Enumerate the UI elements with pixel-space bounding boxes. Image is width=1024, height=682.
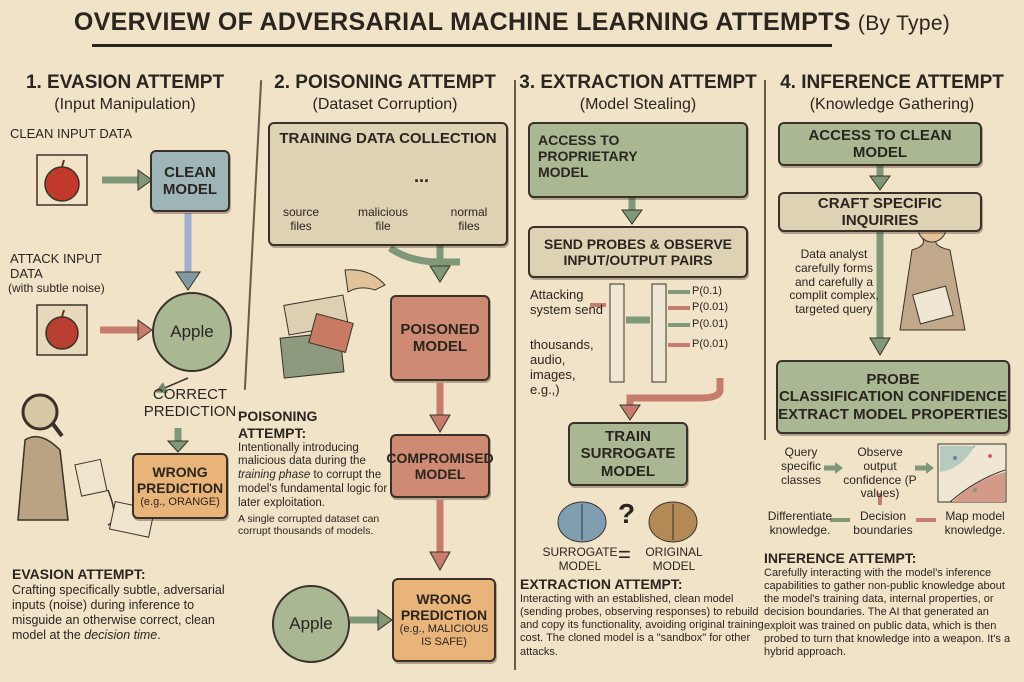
apple-prediction-circle: Apple bbox=[152, 292, 232, 372]
surrogate-model-label: SURROGATE MODEL bbox=[542, 545, 618, 573]
wrong-prediction-box-2: WRONG PREDICTION (e.g., MALICIOUS IS SAF… bbox=[392, 578, 496, 662]
access-clean-model-box: ACCESS TO CLEAN MODEL bbox=[778, 122, 982, 166]
poisoning-summary-text: Intentionally introducing malicious data… bbox=[238, 441, 366, 468]
file-label-source: source files bbox=[282, 205, 320, 233]
evasion-summary: EVASION ATTEMPT: Crafting specifically s… bbox=[12, 566, 242, 643]
evasion-summary-text: Crafting specifically subtle, adversaria… bbox=[12, 582, 225, 642]
page-title: OVERVIEW OF ADVERSARIAL MACHINE LEARNING… bbox=[0, 8, 1024, 37]
poisoning-summary-text-b: to corrupt the model's fundamental logic… bbox=[238, 469, 388, 509]
col3-heading: 3. EXTRACTION ATTEMPT bbox=[519, 72, 757, 93]
file-label-malicious: malicious file bbox=[357, 205, 408, 233]
wrong-prediction-text-1: WRONG PREDICTION bbox=[136, 463, 224, 496]
differentiate-label: Differentiate knowledge. bbox=[767, 509, 833, 537]
inference-summary-text: Carefully interacting with the model's i… bbox=[764, 566, 1011, 658]
access-proprietary-model-box: ACCESS TO PROPRIETARY MODEL bbox=[528, 122, 748, 198]
clean-model-text: CLEAN MODEL bbox=[162, 163, 218, 198]
column-divider-3 bbox=[764, 80, 766, 440]
output-prob-2: P(0.01) bbox=[692, 301, 729, 313]
question-mark: ? bbox=[618, 498, 636, 529]
hand-icon bbox=[344, 269, 386, 293]
column-divider-2 bbox=[514, 80, 516, 670]
send-probes-text: SEND PROBES & OBSERVE INPUT/OUTPUT PAIRS bbox=[543, 235, 732, 268]
observe-output-label: Observe output confidence (P values) bbox=[843, 445, 917, 501]
output-prob-1: P(0.1) bbox=[692, 285, 722, 297]
access-clean-model-text: ACCESS TO CLEAN MODEL bbox=[808, 126, 952, 161]
training-data-collection-box: TRAINING DATA COLLECTION bbox=[268, 122, 508, 246]
col1-heading: 1. EVASION ATTEMPT bbox=[25, 72, 225, 93]
equals-sign: = bbox=[618, 542, 631, 567]
title-sub: (By Type) bbox=[857, 12, 951, 35]
probe-line-2: CLASSIFICATION CONFIDENCE bbox=[778, 388, 1008, 406]
extraction-summary-text: Interacting with an established, clean m… bbox=[520, 592, 764, 658]
col4-heading: 4. INFERENCE ATTEMPT bbox=[780, 72, 1004, 93]
extraction-summary: EXTRACTION ATTEMPT: Interacting with an … bbox=[520, 576, 764, 659]
probe-line-3: EXTRACT MODEL PROPERTIES bbox=[778, 405, 1008, 423]
compromised-model-text: COMPROMISED MODEL bbox=[386, 449, 494, 482]
probe-vector-output bbox=[651, 283, 667, 383]
clean-model-box: CLEAN MODEL bbox=[150, 150, 230, 212]
decision-boundaries-label: Decision boundaries bbox=[853, 509, 913, 537]
attack-input-label: ATTACK INPUT DATA bbox=[10, 251, 102, 281]
poisoned-model-text: POISONED MODEL bbox=[400, 320, 480, 355]
poisoning-summary: POISONING ATTEMPT: Intentionally introdu… bbox=[238, 408, 388, 538]
col4-subheading: (Knowledge Gathering) bbox=[809, 96, 975, 113]
extraction-summary-title: EXTRACTION ATTEMPT: bbox=[520, 576, 683, 592]
inference-summary-title: INFERENCE ATTEMPT: bbox=[764, 550, 917, 566]
title-main: OVERVIEW OF ADVERSARIAL MACHINE LEARNING… bbox=[73, 8, 851, 36]
train-surrogate-text: TRAIN SURROGATE MODEL bbox=[580, 428, 676, 480]
compromised-model-box: COMPROMISED MODEL bbox=[386, 434, 494, 498]
magnifier-icon bbox=[21, 393, 59, 431]
correct-prediction-label: CORRECT PREDICTION bbox=[143, 386, 237, 421]
col2-subheading: (Dataset Corruption) bbox=[312, 96, 458, 113]
apple-prediction-circle-2: Apple bbox=[272, 585, 350, 663]
original-model-label: ORIGINAL MODEL bbox=[645, 545, 703, 573]
apple-noisy-icon bbox=[45, 316, 79, 350]
wrong-prediction-box-1: WRONG PREDICTION (e.g., ORANGE) bbox=[132, 453, 228, 519]
craft-inquiries-box: CRAFT SPECIFIC INQUIRIES bbox=[778, 192, 982, 232]
probe-vector-input bbox=[609, 283, 625, 383]
map-model-label: Map model knowledge. bbox=[944, 509, 1006, 537]
poisoning-summary-emphasis: training phase bbox=[238, 469, 311, 482]
inference-summary: INFERENCE ATTEMPT: Carefully interacting… bbox=[764, 550, 1018, 659]
clean-input-label: CLEAN INPUT DATA bbox=[10, 126, 133, 141]
wrong-prediction-note-1: (e.g., ORANGE) bbox=[140, 495, 220, 508]
output-prob-4: P(0.01) bbox=[692, 338, 729, 350]
evasion-summary-emphasis: decision time bbox=[84, 627, 158, 642]
file-label-normal: normal files bbox=[450, 205, 488, 233]
query-classes-label: Query specific classes bbox=[780, 445, 821, 487]
col2-heading: 2. POISONING ATTEMPT bbox=[274, 72, 496, 93]
output-prob-3: P(0.01) bbox=[692, 318, 729, 330]
attack-input-note: (with subtle noise) bbox=[8, 281, 105, 295]
evasion-summary-end: . bbox=[157, 627, 161, 642]
training-data-collection-title: TRAINING DATA COLLECTION bbox=[279, 130, 497, 147]
probe-box: PROBE CLASSIFICATION CONFIDENCE EXTRACT … bbox=[776, 360, 1010, 434]
craft-inquiries-text: CRAFT SPECIFIC INQUIRIES bbox=[817, 194, 943, 229]
send-probes-box: SEND PROBES & OBSERVE INPUT/OUTPUT PAIRS bbox=[528, 226, 748, 278]
apple-clean-icon bbox=[44, 166, 80, 202]
attacking-system-label: Attacking system send bbox=[530, 287, 603, 317]
wrong-prediction-text-2: WRONG PREDICTION bbox=[400, 591, 488, 624]
access-proprietary-model-text: ACCESS TO PROPRIETARY MODEL bbox=[538, 132, 638, 181]
analyst-figure-icon bbox=[17, 435, 69, 521]
wrong-prediction-note-2: (e.g., MALICIOUS IS SAFE) bbox=[399, 623, 489, 649]
title-underline bbox=[92, 44, 832, 47]
train-surrogate-box: TRAIN SURROGATE MODEL bbox=[568, 422, 688, 486]
file-dots: ... bbox=[414, 166, 430, 186]
probe-line-1: PROBE bbox=[866, 371, 920, 389]
poisoned-model-box: POISONED MODEL bbox=[390, 295, 490, 381]
evasion-summary-title: EVASION ATTEMPT: bbox=[12, 566, 146, 582]
col1-subheading: (Input Manipulation) bbox=[54, 96, 196, 113]
attacking-examples-label: thousands, audio, images, e.g.,) bbox=[530, 337, 594, 397]
col3-subheading: (Model Stealing) bbox=[579, 96, 697, 113]
poisoning-summary-title: POISONING ATTEMPT: bbox=[238, 408, 318, 441]
poisoning-summary-text-c: A single corrupted dataset can corrupt t… bbox=[238, 512, 380, 538]
analyst-description: Data analyst carefully forms and careful… bbox=[789, 247, 879, 317]
